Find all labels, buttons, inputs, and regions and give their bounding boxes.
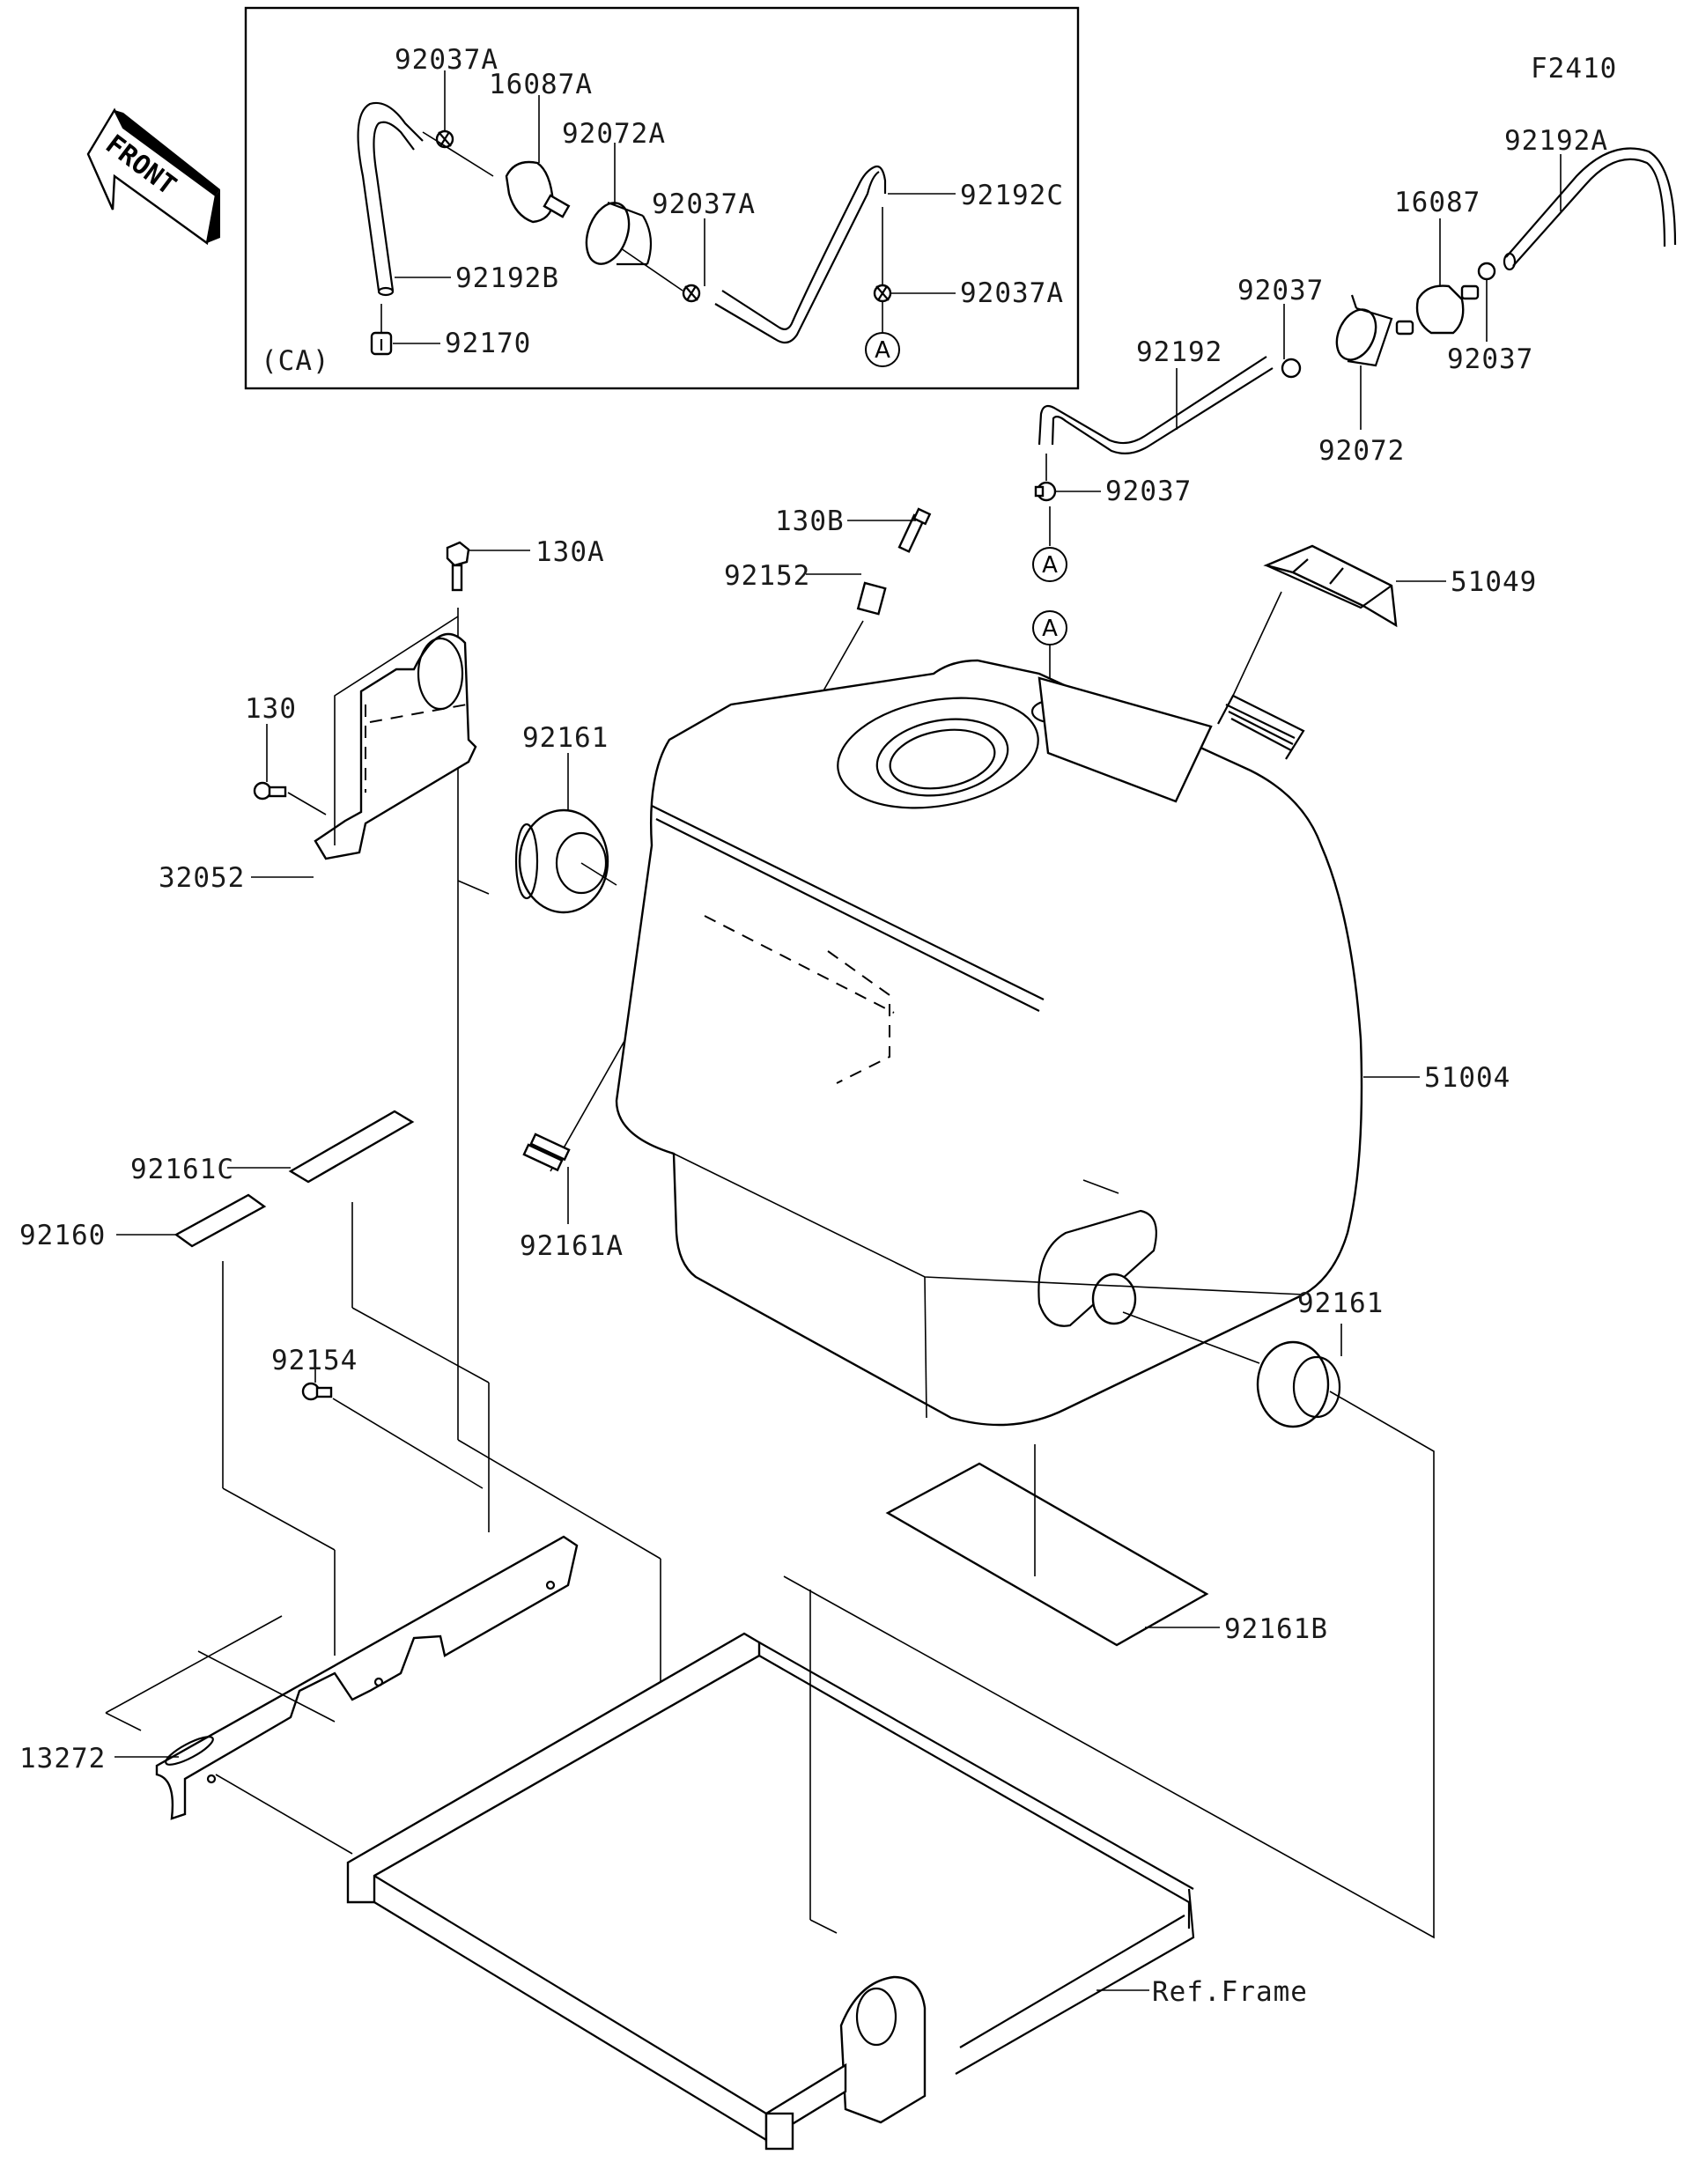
clamp-92037-bottom xyxy=(1034,481,1057,502)
clamp-92037-right xyxy=(1477,262,1496,281)
damper-92161a xyxy=(522,1133,571,1172)
bolt-130a xyxy=(446,541,470,592)
hose-92192b xyxy=(357,101,424,291)
label-92037a-right: 92037A xyxy=(960,277,1064,309)
hose-92192a xyxy=(1505,147,1677,267)
label-92072a: 92072A xyxy=(562,118,666,150)
label-92154: 92154 xyxy=(271,1345,358,1376)
label-ref-frame: Ref.Frame xyxy=(1152,1976,1308,2008)
clamp-92037-left xyxy=(1281,358,1302,379)
pad-92161c xyxy=(288,1110,415,1184)
bolt-130 xyxy=(253,781,287,801)
label-130: 130 xyxy=(245,693,297,725)
grommet-92161-right xyxy=(1256,1340,1341,1428)
label-51049: 51049 xyxy=(1451,566,1537,598)
svg-text:A: A xyxy=(875,337,890,364)
holder-92072a xyxy=(585,201,653,266)
label-92192: 92192 xyxy=(1136,336,1222,368)
label-92152: 92152 xyxy=(724,560,810,592)
bolt-130b xyxy=(897,507,932,553)
ref-marker-a-lower: A xyxy=(1032,610,1067,646)
hose-92192c xyxy=(714,165,887,344)
pad-92160 xyxy=(174,1193,267,1248)
filter-16087 xyxy=(1395,284,1480,336)
label-92161a: 92161A xyxy=(520,1230,624,1262)
inset-label: (CA) xyxy=(261,345,330,377)
fuel-cap-51049 xyxy=(1263,544,1398,628)
svg-text:A: A xyxy=(1042,616,1058,642)
label-92037-left: 92037 xyxy=(1237,275,1324,306)
filter-16087a xyxy=(505,160,571,224)
pad-92161b xyxy=(885,1462,1209,1647)
ca-inset-box: (CA) 92170 92192B 92037A 16087A xyxy=(244,6,1080,390)
filler-neck xyxy=(1217,694,1305,760)
label-16087a: 16087A xyxy=(489,69,593,100)
vent-line-assembly: 92192A 92037 16087 92072 92037 xyxy=(1032,125,1677,700)
inset-frame xyxy=(244,6,1080,390)
collar-92152 xyxy=(856,581,887,616)
label-92161b: 92161B xyxy=(1224,1613,1328,1645)
label-92037a-top: 92037A xyxy=(395,44,498,76)
label-13272: 13272 xyxy=(19,1743,106,1774)
label-130a: 130A xyxy=(535,536,605,568)
rail-13272 xyxy=(155,1535,579,1820)
label-51004: 51004 xyxy=(1424,1062,1510,1094)
clamp-92037a-right xyxy=(873,284,892,303)
label-92072: 92072 xyxy=(1318,435,1405,467)
hose-92192 xyxy=(1037,356,1274,455)
label-130b: 130B xyxy=(775,505,845,537)
label-92160: 92160 xyxy=(19,1220,106,1251)
label-92037a-mid: 92037A xyxy=(652,188,756,220)
label-92161-left: 92161 xyxy=(522,722,609,754)
label-32052: 32052 xyxy=(159,862,245,894)
svg-text:A: A xyxy=(1042,552,1058,579)
clamp-92037a-mid xyxy=(682,284,701,303)
label-92037-right: 92037 xyxy=(1447,343,1533,375)
ref-marker-a-upper: A xyxy=(1032,547,1067,582)
fuel-tank-51004 xyxy=(615,659,1363,1427)
ref-marker-a-inset: A xyxy=(865,332,900,367)
holder-92072 xyxy=(1335,294,1393,367)
label-92161-right: 92161 xyxy=(1297,1288,1384,1319)
label-92161c: 92161C xyxy=(130,1154,234,1185)
label-92037-bottom: 92037 xyxy=(1105,476,1192,507)
grommet-92161-left xyxy=(514,808,609,914)
label-92192a: 92192A xyxy=(1504,125,1608,157)
cap-92170 xyxy=(370,331,393,356)
clamp-92037a-top xyxy=(435,129,454,149)
label-92170: 92170 xyxy=(445,328,531,359)
label-92192b: 92192B xyxy=(455,262,559,294)
figure-code: F2410 xyxy=(1531,53,1617,85)
bolt-92154 xyxy=(301,1382,333,1401)
label-16087: 16087 xyxy=(1394,187,1481,218)
bracket-32052 xyxy=(314,632,477,860)
front-arrow-icon: FRONT xyxy=(86,107,220,246)
reference-frame xyxy=(346,1590,1195,2151)
label-92192c: 92192C xyxy=(960,180,1064,211)
